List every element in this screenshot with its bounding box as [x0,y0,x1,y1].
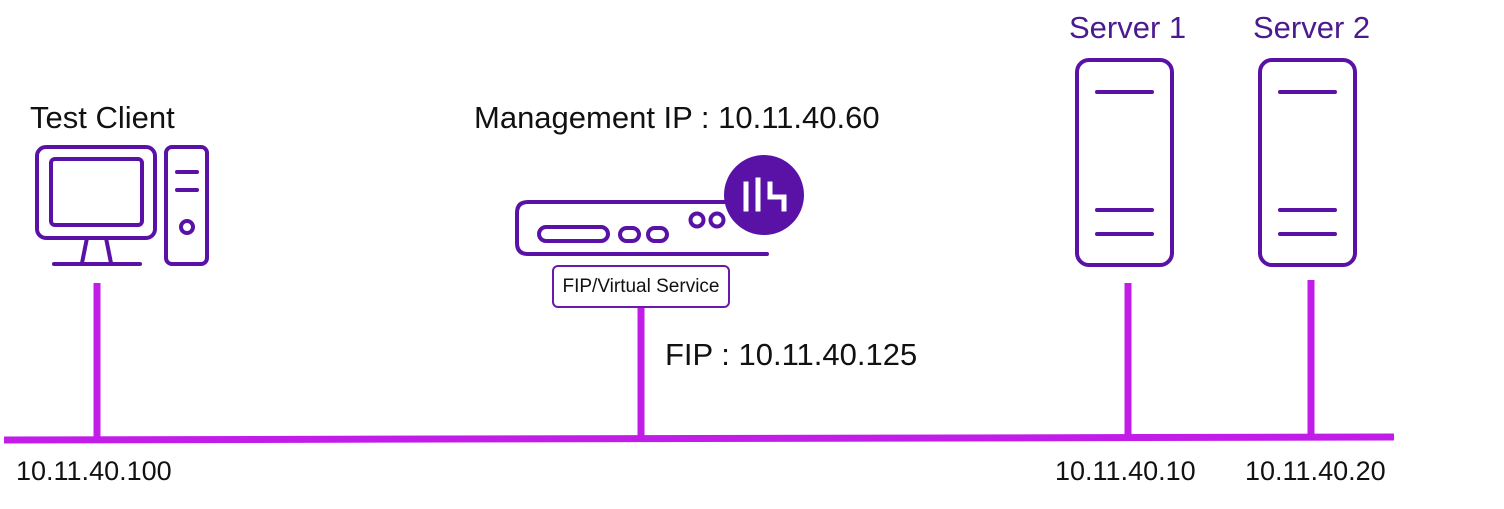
fip-label: FIP : 10.11.40.125 [665,337,918,372]
avi-logo-icon [724,155,804,235]
client-label: Test Client [30,100,175,135]
server2-ip-label: 10.11.40.20 [1245,456,1386,486]
appliance-icon [515,200,769,256]
fip-virtual-service-label: FIP/Virtual Service [562,275,720,297]
server2-label: Server 2 [1253,10,1371,45]
network-bus-line [3,433,1395,444]
management-ip-label: Management IP : 10.11.40.60 [474,100,880,135]
server1-ip-label: 10.11.40.10 [1055,456,1196,486]
server-tower-icon [1258,58,1357,267]
client-ip-label: 10.11.40.100 [16,456,172,486]
fip-virtual-service-box: FIP/Virtual Service [552,265,730,308]
server-tower-icon [1075,58,1174,267]
desktop-computer-icon [35,145,209,266]
server1-label: Server 1 [1069,10,1187,45]
